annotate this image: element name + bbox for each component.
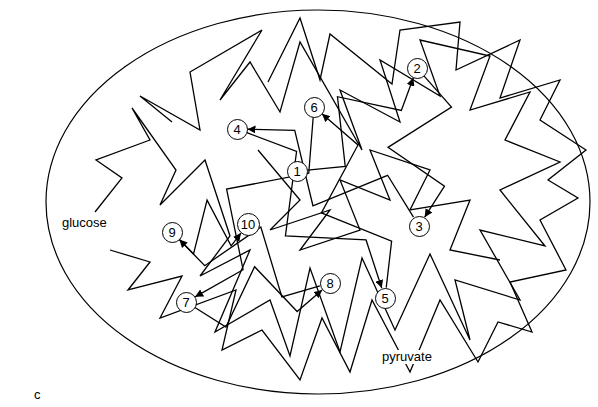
step-number: 2 [413, 62, 420, 75]
diffusion-path [95, 30, 560, 356]
step-number: 1 [293, 165, 300, 178]
step-number: 7 [182, 296, 189, 309]
diffusion-connector [195, 117, 313, 296]
diffusion-connector [321, 114, 391, 288]
diffusion-connector [179, 227, 320, 297]
enzyme-circle: 10 [237, 213, 260, 236]
label-text: c [32, 388, 43, 402]
enzyme-circle: 4 [227, 119, 248, 140]
diffusion-connector [179, 200, 241, 254]
step-number: 9 [168, 226, 175, 239]
enzyme-circle: 9 [162, 222, 183, 243]
step-number: 8 [326, 277, 333, 290]
step-number: 10 [241, 218, 255, 231]
enzyme-circle: 2 [407, 58, 428, 79]
step-number: 5 [381, 292, 388, 305]
diffusion-connector [247, 133, 382, 288]
enzyme-circle: 5 [375, 288, 396, 309]
label-text: pyruvate [380, 350, 434, 364]
diffusion-connector [307, 78, 413, 170]
diffusion-path [110, 18, 586, 380]
enzyme-circle: 3 [409, 216, 430, 237]
enzyme-circle: 8 [320, 273, 341, 294]
cell-outline [46, 10, 590, 394]
diffusion-connector [388, 76, 451, 217]
step-number: 4 [233, 123, 240, 136]
step-number: 6 [310, 101, 317, 114]
enzyme-circle: 1 [287, 161, 308, 182]
step-number: 3 [415, 220, 422, 233]
diffusion-path [258, 150, 500, 260]
diffusion-connector [195, 267, 322, 327]
label-text: glucose [60, 216, 109, 230]
enzyme-circle: 7 [176, 292, 197, 313]
enzyme-circle: 6 [304, 97, 325, 118]
